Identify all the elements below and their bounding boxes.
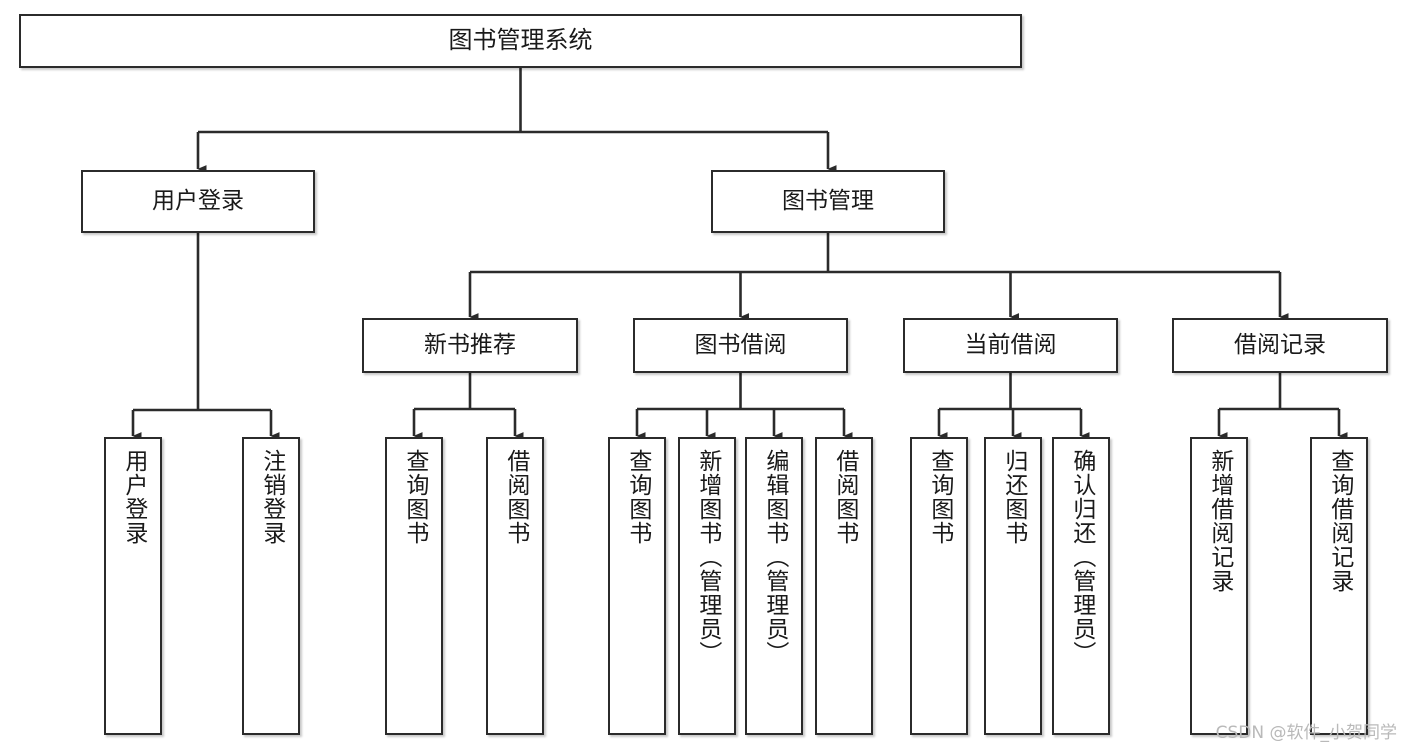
node-label: 注销登录 <box>258 449 285 545</box>
node-label: 新书推荐 <box>424 332 516 359</box>
node-label: 借阅图书 <box>831 449 858 545</box>
node-leaf-confirm-return[interactable]: 确认归还（管理员） <box>1052 437 1110 735</box>
node-user-login[interactable]: 用户登录 <box>81 170 315 233</box>
node-label: 借阅图书 <box>502 449 529 545</box>
node-leaf-add-book[interactable]: 新增图书（管理员） <box>678 437 736 735</box>
node-label: 新增借阅记录 <box>1206 449 1233 593</box>
node-label: 借阅记录 <box>1234 332 1326 359</box>
node-label: 图书借阅 <box>694 332 787 359</box>
node-label: 用户登录 <box>152 188 244 215</box>
node-label: 图书管理系统 <box>448 26 593 55</box>
node-leaf-query-book-1[interactable]: 查询图书 <box>385 437 443 735</box>
node-label: 用户登录 <box>120 449 147 545</box>
node-label: 图书管理 <box>782 188 874 215</box>
node-book-borrow[interactable]: 图书借阅 <box>633 318 848 373</box>
node-root[interactable]: 图书管理系统 <box>19 14 1022 68</box>
node-leaf-add-borrow-record[interactable]: 新增借阅记录 <box>1190 437 1248 735</box>
node-current-borrow[interactable]: 当前借阅 <box>903 318 1118 373</box>
watermark: CSDN @软件_小贺同学 <box>1215 723 1397 743</box>
node-book-manage[interactable]: 图书管理 <box>711 170 945 233</box>
node-leaf-user-login[interactable]: 用户登录 <box>104 437 162 735</box>
node-leaf-query-borrow-record[interactable]: 查询借阅记录 <box>1310 437 1368 735</box>
node-leaf-borrow-book-1[interactable]: 借阅图书 <box>486 437 544 735</box>
node-leaf-return-book[interactable]: 归还图书 <box>984 437 1042 735</box>
node-leaf-logout[interactable]: 注销登录 <box>242 437 300 735</box>
node-leaf-query-book-2[interactable]: 查询图书 <box>608 437 666 735</box>
node-label: 查询借阅记录 <box>1326 449 1353 593</box>
node-label: 归还图书 <box>1000 449 1027 545</box>
node-label: 当前借阅 <box>964 332 1057 359</box>
node-leaf-query-book-3[interactable]: 查询图书 <box>910 437 968 735</box>
node-label: 查询图书 <box>624 449 651 545</box>
node-leaf-borrow-book-2[interactable]: 借阅图书 <box>815 437 873 735</box>
node-label: 编辑图书（管理员） <box>761 449 788 665</box>
node-borrow-record[interactable]: 借阅记录 <box>1172 318 1388 373</box>
node-leaf-edit-book[interactable]: 编辑图书（管理员） <box>745 437 803 735</box>
node-label: 确认归还（管理员） <box>1068 449 1095 665</box>
node-new-book-recommend[interactable]: 新书推荐 <box>362 318 578 373</box>
node-label: 查询图书 <box>926 449 953 545</box>
node-label: 新增图书（管理员） <box>694 449 721 665</box>
node-label: 查询图书 <box>401 449 428 545</box>
